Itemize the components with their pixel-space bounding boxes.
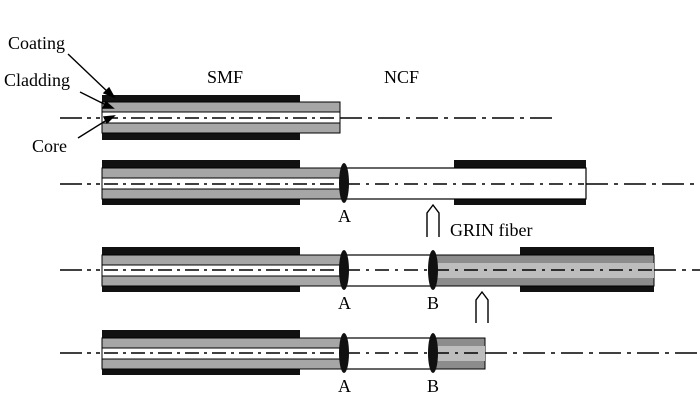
splice-a [339,333,349,373]
row-1-smf [60,95,558,140]
splice-a-label: A [338,206,351,226]
splice-a-label: A [338,293,351,313]
coating-arrow [67,53,111,95]
core-arrowhead [102,115,116,125]
splice-b-label: B [427,376,439,396]
row-2-smf-ncf: A [60,160,700,237]
cladding-label: Cladding [4,70,70,90]
splice-b [428,333,438,373]
splice-a-label: A [338,376,351,396]
coating-arrowhead [102,86,116,99]
splice-a [339,163,349,203]
leader-arrows [67,53,116,139]
row-4-final-probe: A B [60,330,700,396]
row-3-smf-ncf-grin: A B [60,247,700,323]
core-label: Core [32,136,67,156]
cladding-arrow [79,91,109,107]
grin-core [433,346,485,361]
ncf-label: NCF [384,67,419,87]
splice-b-label: B [427,293,439,313]
splice-a [339,250,349,290]
cleave-marker-icon [475,290,489,323]
cleave-marker-icon [426,203,440,237]
coating-label: Coating [8,33,65,53]
splice-b [428,250,438,290]
cladding-arrowhead [101,100,115,109]
smf-label: SMF [207,67,243,87]
grin-fiber-label: GRIN fiber [450,220,532,240]
core-arrow [77,117,111,139]
